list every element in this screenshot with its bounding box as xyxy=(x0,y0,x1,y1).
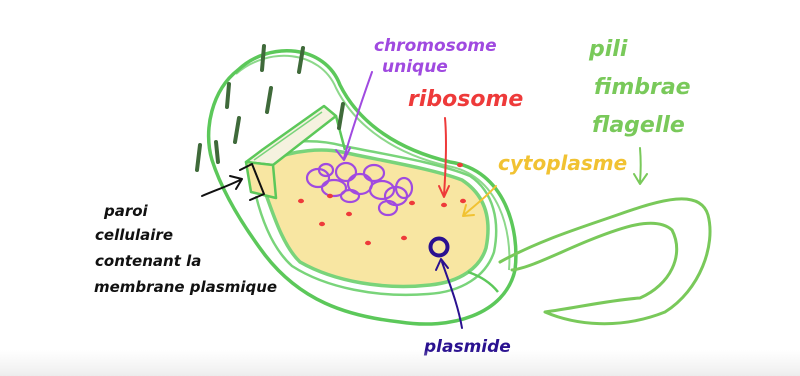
wall-label-line2: cellulaire xyxy=(95,226,173,244)
ribosome-dot xyxy=(401,236,407,240)
pilus xyxy=(227,84,229,107)
wall-label-line4: membrane plasmique xyxy=(94,278,277,296)
pilus xyxy=(197,145,200,170)
pilus xyxy=(262,46,264,70)
ribosome-dot xyxy=(346,212,352,216)
ribosome-dot xyxy=(365,241,371,245)
plasmid-label: plasmide xyxy=(423,337,511,357)
flagellum xyxy=(500,199,710,324)
chromosome-label-line2: unique xyxy=(382,57,448,77)
ribosome-dot xyxy=(319,222,325,226)
wall-label-line3: contenant la xyxy=(95,252,201,270)
fimbrae-label: fimbrae xyxy=(594,75,691,100)
wall-section-front xyxy=(246,162,276,198)
flagelle-label: flagelle xyxy=(592,113,685,138)
ribosome-dot xyxy=(457,163,463,167)
flagellum-base-arc xyxy=(468,272,498,292)
ribosome-dot xyxy=(298,199,304,203)
pilus xyxy=(339,104,343,128)
ribosome-dot xyxy=(460,199,466,203)
pilus xyxy=(216,142,218,162)
ribosome-dot xyxy=(327,194,333,198)
appendage-arrow xyxy=(634,148,647,184)
ribosome-label: ribosome xyxy=(408,87,523,112)
ribosome-dot xyxy=(409,201,415,205)
pili-label: pili xyxy=(588,37,628,62)
pilus xyxy=(267,88,271,112)
pilus xyxy=(235,118,239,142)
cytoplasm-label: cytoplasme xyxy=(498,151,627,175)
chromosome-label-line1: chromosome xyxy=(374,36,497,56)
wall-label-line1: paroi xyxy=(103,202,149,220)
ribosome-dot xyxy=(441,203,447,207)
